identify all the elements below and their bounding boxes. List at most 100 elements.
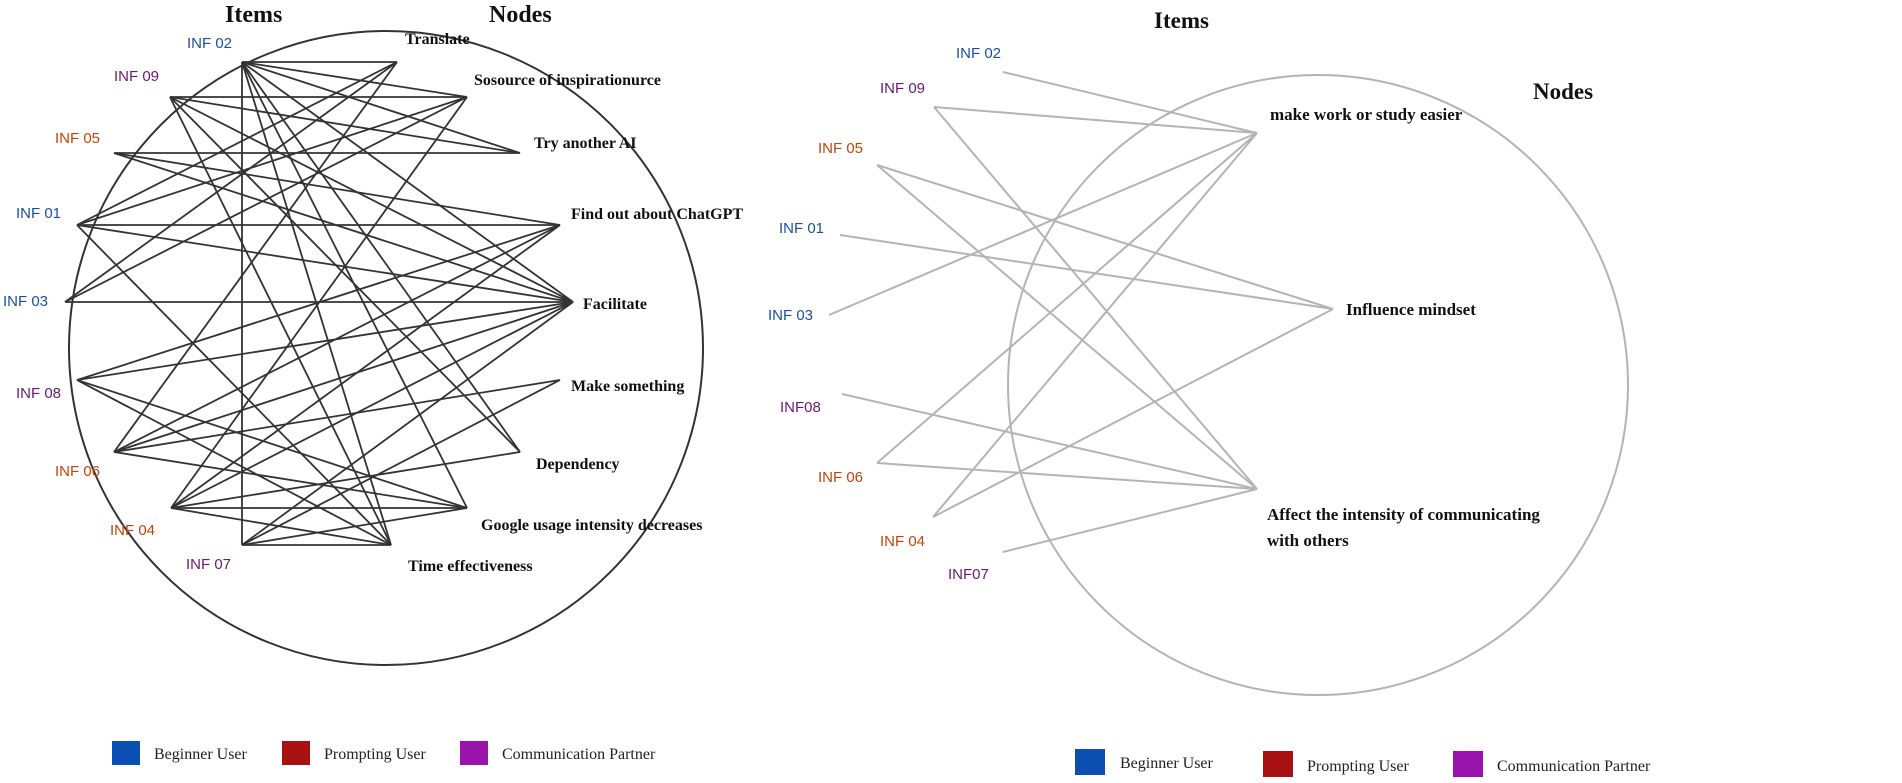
item-label-inf07: INF07 [948,566,989,583]
left-item-labels: INF 02 INF 09 INF 05 INF 01 INF 03 INF 08 INF … [3,35,232,573]
left-circle [68,30,704,666]
edge-inf08-google [76,379,468,509]
node-label-make: Make something [571,378,684,395]
legend-swatch-beginner [112,741,140,765]
edge-inf05-mindset [876,164,1334,310]
edge-inf03-translate [64,61,398,303]
edge-inf02-tryai [241,61,521,154]
item-label-inf09: INF 09 [114,68,159,85]
edge-inf07-google [241,507,468,546]
edge-inf01-inspiration [76,96,468,226]
legend-label-beginner: Beginner User [154,746,248,763]
edge-inf01-translate [76,61,398,226]
item-label-inf08: INF 08 [16,385,61,402]
edge-inf08-affect [841,393,1258,490]
node-label-facilitate: Facilitate [583,296,647,313]
edge-inf02-inspiration [241,61,468,98]
right-edges [828,71,1334,553]
edge-inf06-easier [876,132,1258,464]
edge-inf06-findout [113,224,561,453]
right-nodes-header: Nodes [1533,79,1593,104]
item-label-inf06: INF 06 [818,469,863,486]
edge-inf09-tryai [169,96,521,154]
edge-inf01-time [76,224,392,546]
legend-label-prompting: Prompting User [324,746,426,763]
item-label-inf01: INF 01 [16,205,61,222]
edge-inf04-easier [932,132,1258,518]
node-label-findout: Find out about ChatGPT [571,206,743,223]
node-label-time: Time effectiveness [408,558,533,575]
node-label-affect: Affect the intensity of communicating [1267,505,1540,524]
item-label-inf02: INF 02 [187,35,232,52]
right-legend: Beginner User Prompting User Communicati… [1075,749,1651,777]
left-items-header: Items [225,2,282,28]
left-edges [64,61,574,546]
item-label-inf01: INF 01 [779,220,824,237]
edge-inf06-translate [113,61,398,453]
legend-label-communication: Communication Partner [502,746,656,763]
legend-swatch-prompting [1263,751,1293,777]
right-items-header: Items [1154,8,1209,33]
item-label-inf04: INF 04 [880,533,925,550]
legend-label-communication: Communication Partner [1497,758,1651,775]
node-label-translate: Translate [405,31,470,48]
edge-inf06-google [113,451,468,509]
legend-swatch-beginner [1075,749,1105,775]
edge-inf05-findout [113,152,561,226]
edge-inf07-make [241,379,561,546]
legend-swatch-communication [1453,751,1483,777]
legend-swatch-prompting [282,741,310,765]
edge-inf08-facilitate [76,301,574,381]
node-label-affect-line2: with others [1267,531,1349,550]
edge-inf04-findout [170,224,561,509]
edge-inf09-affect [933,106,1258,490]
edge-inf03-inspiration [64,96,468,303]
edge-inf02-easier [1002,71,1258,134]
edge-inf03-easier [828,132,1258,316]
legend-label-prompting: Prompting User [1307,758,1409,775]
edge-inf04-dependency [170,451,521,509]
edge-inf05-affect [876,164,1258,490]
left-nodes-header: Nodes [489,2,552,28]
item-label-inf03: INF 03 [3,293,48,310]
item-label-inf05: INF 05 [55,130,100,147]
edge-inf02-facilitate [241,61,574,303]
item-label-inf03: INF 03 [768,307,813,324]
edge-inf04-time [170,507,392,546]
edge-inf07-affect [1002,488,1258,553]
edge-inf04-mindset [932,308,1334,518]
item-label-inf09: INF 09 [880,80,925,97]
item-label-inf06: INF 06 [55,463,100,480]
legend-label-beginner: Beginner User [1120,755,1214,772]
edge-inf05-facilitate [113,152,574,303]
node-label-inspiration: Sosource of inspirationurce [474,72,661,89]
node-label-easier: make work or study easier [1270,105,1463,124]
edge-inf09-dependency [169,96,521,453]
edge-inf01-facilitate [76,224,574,303]
edge-inf06-make [113,379,561,453]
edge-inf09-facilitate [169,96,574,303]
node-label-mindset: Influence mindset [1346,300,1476,319]
item-label-inf07: INF 07 [186,556,231,573]
edge-inf06-affect [876,462,1258,490]
item-label-inf02: INF 02 [956,45,1001,62]
edge-inf07-facilitate [241,301,574,546]
node-label-google: Google usage intensity decreases [481,517,702,534]
legend-swatch-communication [460,741,488,765]
edge-inf01-mindset [839,234,1334,310]
edge-inf04-facilitate [170,301,574,509]
edge-inf09-easier [933,106,1258,134]
item-label-inf08: INF08 [780,399,821,416]
edge-inf06-facilitate [113,301,574,453]
edge-inf02-dependency [241,61,521,453]
item-label-inf04: INF 04 [110,522,155,539]
edge-inf04-inspiration [170,96,468,509]
left-legend: Beginner User Prompting User Communicati… [112,741,656,765]
node-label-dependency: Dependency [536,456,620,473]
